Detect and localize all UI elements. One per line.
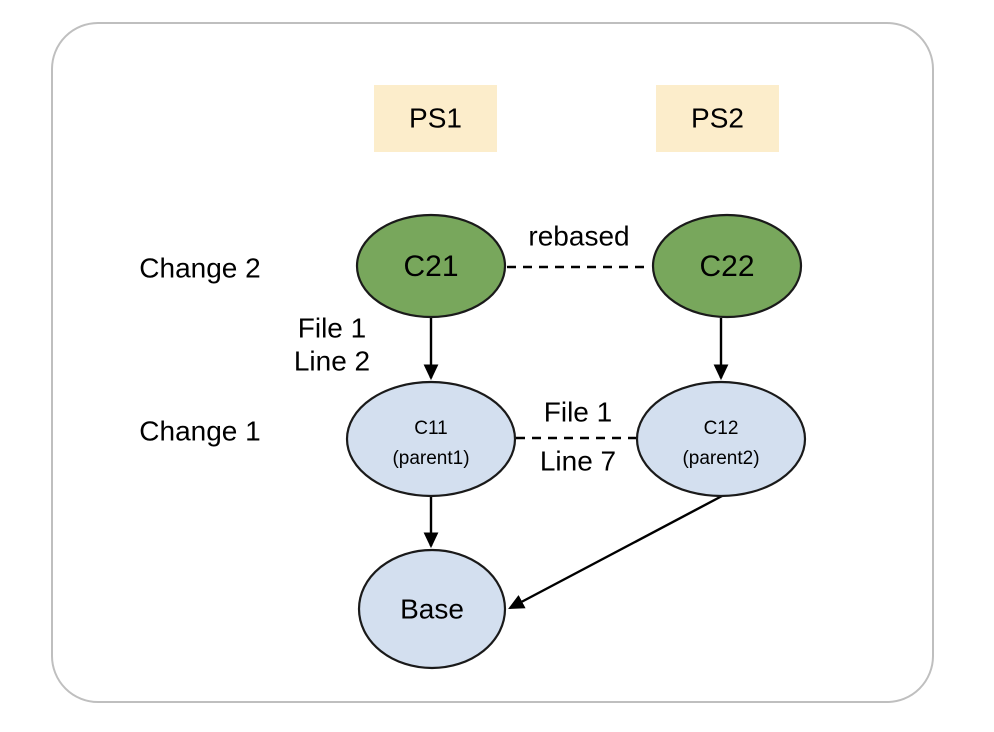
c12-label: C12 — [704, 418, 739, 439]
row-label-change-2: Change 2 — [139, 252, 260, 283]
node-c11[interactable]: C11 (parent1) — [345, 380, 517, 498]
c11-label: C11 — [414, 418, 447, 439]
ps2-box — [656, 85, 779, 152]
c12-sublabel: (parent2) — [682, 448, 759, 469]
base-ellipse — [357, 548, 507, 670]
node-base[interactable]: Base — [357, 548, 507, 670]
patchset-header-ps2[interactable]: PS2 — [656, 85, 779, 152]
c12-ellipse — [635, 380, 807, 498]
edge-c12-to-base — [508, 494, 723, 610]
edge-label-file1-line7-top: File 1 — [544, 396, 612, 427]
row-label-change-1: Change 1 — [139, 415, 260, 446]
ps1-label: PS1 — [409, 102, 462, 133]
c21-label: C21 — [403, 250, 458, 283]
c21-ellipse — [355, 213, 507, 319]
node-c12[interactable]: C12 (parent2) — [635, 380, 807, 498]
diagram-frame — [51, 22, 934, 703]
edge-label-rebased: rebased — [528, 220, 629, 251]
ps1-box — [374, 85, 497, 152]
edge-label-file1-line2-top: File 1 — [298, 312, 366, 343]
node-c21[interactable]: C21 — [355, 213, 507, 319]
c11-ellipse — [345, 380, 517, 498]
c22-ellipse — [651, 213, 803, 319]
node-c22[interactable]: C22 — [651, 213, 803, 319]
edge-label-file1-line7-bottom: Line 7 — [540, 445, 616, 476]
edge-label-file1-line2-bottom: Line 2 — [294, 345, 370, 376]
base-label: Base — [400, 593, 464, 624]
patchset-header-ps1[interactable]: PS1 — [374, 85, 497, 152]
c11-sublabel: (parent1) — [392, 448, 469, 469]
ps2-label: PS2 — [691, 102, 744, 133]
c22-label: C22 — [699, 250, 754, 283]
